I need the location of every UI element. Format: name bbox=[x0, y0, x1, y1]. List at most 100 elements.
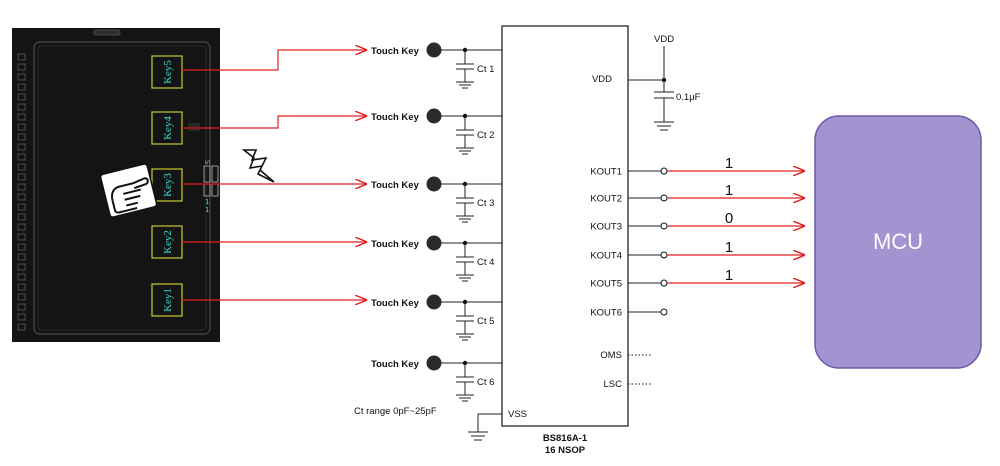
panel-edge-tick bbox=[17, 323, 26, 331]
output-row: KOUT5 1 bbox=[590, 267, 804, 290]
panel-key-label: Key3 bbox=[162, 173, 174, 197]
wire-key4 bbox=[182, 116, 366, 129]
touch-key-label: Touch Key bbox=[371, 298, 420, 309]
vss-network bbox=[468, 413, 502, 441]
lightning-icon bbox=[241, 149, 275, 183]
touch-pad-icon[interactable] bbox=[426, 235, 442, 251]
touch-pad-icon[interactable] bbox=[426, 176, 442, 192]
kout-pin-label: KOUT2 bbox=[590, 194, 622, 205]
wire-key5 bbox=[182, 50, 366, 71]
touch-pad-icon[interactable] bbox=[426, 42, 442, 58]
touch-pad-icon[interactable] bbox=[426, 108, 442, 124]
chip-package: 16 NSOP bbox=[545, 445, 586, 456]
panel-edge-tick bbox=[17, 293, 26, 301]
ct-range-note: Ct range 0pF~25pF bbox=[354, 406, 437, 417]
panel-key-5[interactable]: Key5 bbox=[151, 55, 183, 89]
panel-side-mark: S bbox=[203, 160, 211, 165]
panel-edge-tick bbox=[17, 93, 26, 101]
cap-label: Ct 1 bbox=[477, 64, 494, 75]
output-row: KOUT1 1 bbox=[590, 155, 804, 178]
kout-pin-label: KOUT3 bbox=[590, 222, 622, 233]
vdd-pin-label: VDD bbox=[592, 74, 612, 85]
touch-key-label: Touch Key bbox=[371, 359, 420, 370]
chip-name: BS816A-1 bbox=[543, 433, 588, 444]
vdd-supply-label: VDD bbox=[654, 34, 674, 45]
cap-label: Ct 4 bbox=[477, 257, 494, 268]
panel-edge-tick bbox=[17, 163, 26, 171]
panel-edge-tick bbox=[17, 203, 26, 211]
panel-edge-tick bbox=[17, 243, 26, 251]
touch-key-label: Touch Key bbox=[371, 112, 420, 123]
panel-edge-tick bbox=[17, 303, 26, 311]
panel-key-label: Key5 bbox=[162, 60, 174, 84]
cap-label: Ct 2 bbox=[477, 130, 494, 141]
panel-edge-ticks bbox=[17, 53, 26, 331]
output-row: KOUT6 bbox=[590, 308, 668, 319]
panel-key-label: Key2 bbox=[162, 230, 174, 254]
cap-label: Ct 5 bbox=[477, 316, 494, 327]
vdd-network: VDD 0.1μF bbox=[628, 34, 701, 131]
panel-side-mark: 1 bbox=[205, 206, 209, 214]
panel-edge-tick bbox=[17, 223, 26, 231]
panel-edge-tick bbox=[17, 173, 26, 181]
panel-edge-tick bbox=[17, 53, 26, 61]
panel-edge-tick bbox=[17, 273, 26, 281]
touch-key-label: Touch Key bbox=[371, 239, 420, 250]
panel-edge-tick bbox=[17, 183, 26, 191]
output-bit-value: 0 bbox=[725, 210, 733, 227]
touch-pad-icon[interactable] bbox=[426, 294, 442, 310]
chip-bs816a: VDD VSS OMS LSC BS816A-1 16 NSOP bbox=[501, 25, 629, 456]
output-row: KOUT2 1 bbox=[590, 182, 804, 205]
output-row: KOUT4 1 bbox=[590, 239, 804, 262]
panel-edge-tick bbox=[17, 143, 26, 151]
panel-edge-tick bbox=[17, 123, 26, 131]
panel-connector bbox=[93, 29, 121, 36]
mcu-block[interactable]: MCU bbox=[814, 115, 982, 369]
output-terminal bbox=[660, 222, 668, 230]
pointing-hand-icon bbox=[99, 163, 158, 218]
kout-pin-label: KOUT4 bbox=[590, 251, 622, 262]
output-terminal bbox=[660, 308, 668, 316]
mcu-label: MCU bbox=[873, 229, 923, 254]
output-terminal bbox=[660, 251, 668, 259]
panel-key-label: Key4 bbox=[162, 116, 174, 140]
cap-label: Ct 6 bbox=[477, 377, 494, 388]
touch-key-label: Touch Key bbox=[371, 180, 420, 191]
output-bit-value: 1 bbox=[725, 182, 733, 199]
panel-edge-tick bbox=[17, 73, 26, 81]
output-terminal bbox=[660, 194, 668, 202]
panel-side-slot bbox=[203, 165, 211, 183]
output-bit-value: 1 bbox=[725, 155, 733, 172]
touch-panel: Key5 Key4 Key3 Key2 Key1 S 1 1 bbox=[12, 28, 220, 342]
panel-edge-tick bbox=[17, 253, 26, 261]
kout-pin-label: KOUT5 bbox=[590, 279, 622, 290]
panel-edge-tick bbox=[17, 283, 26, 291]
bypass-cap-label: 0.1μF bbox=[676, 92, 701, 103]
panel-edge-tick bbox=[17, 83, 26, 91]
touch-pad-icon[interactable] bbox=[426, 355, 442, 371]
output-row: KOUT3 0 bbox=[590, 210, 804, 233]
vss-pin-label: VSS bbox=[508, 409, 527, 420]
panel-to-touchkey-wires bbox=[182, 50, 366, 300]
output-bit-value: 1 bbox=[725, 239, 733, 256]
panel-edge-tick bbox=[17, 233, 26, 241]
panel-edge-tick bbox=[17, 193, 26, 201]
panel-side-slot bbox=[211, 165, 219, 183]
kout-pin-label: KOUT1 bbox=[590, 167, 622, 178]
chip-body bbox=[501, 25, 629, 427]
kout-pin-label: KOUT6 bbox=[590, 308, 622, 319]
panel-edge-tick bbox=[17, 103, 26, 111]
output-terminal bbox=[660, 279, 668, 287]
panel-edge-tick bbox=[17, 263, 26, 271]
panel-edge-tick bbox=[17, 63, 26, 71]
panel-side-mark: 1 bbox=[205, 198, 209, 206]
panel-edge-tick bbox=[17, 313, 26, 321]
panel-key-label: Key1 bbox=[162, 288, 174, 312]
lsc-pin-label: LSC bbox=[604, 379, 623, 390]
panel-inner-frame-2 bbox=[37, 45, 207, 331]
output-bit-value: 1 bbox=[725, 267, 733, 284]
panel-edge-tick bbox=[17, 153, 26, 161]
panel-edge-tick bbox=[17, 133, 26, 141]
output-terminal bbox=[660, 167, 668, 175]
